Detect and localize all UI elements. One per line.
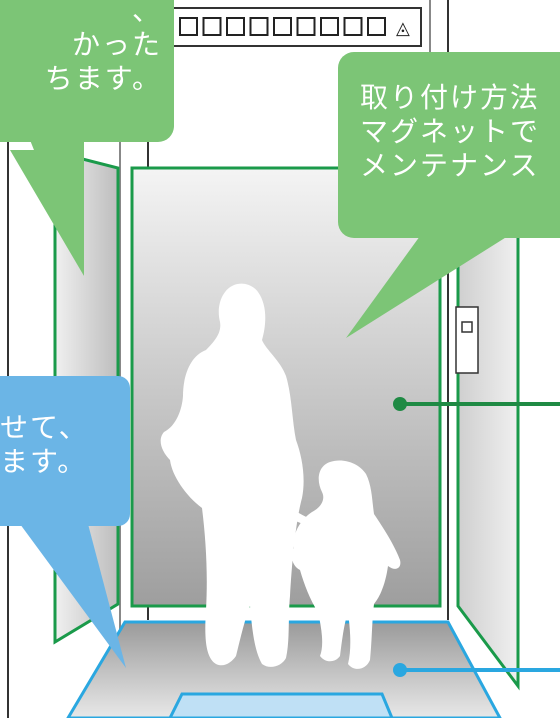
floor-indicator-cell <box>320 17 339 36</box>
floor-indicator-cell <box>226 17 245 36</box>
floor-indicator: ▽ ◬ <box>154 7 422 47</box>
blue-callout-left-text: せて、 ます。 <box>0 411 122 479</box>
callout-line: 取り付け方法 <box>360 81 541 114</box>
floor-indicator-cell <box>273 17 292 36</box>
callout-line: かった <box>71 28 162 61</box>
green-callout-top-right <box>338 52 560 338</box>
callout-line: 、 <box>131 0 162 27</box>
floor-indicator-cell <box>249 17 269 36</box>
floor-indicator-up-arrow: ◬ <box>396 18 410 39</box>
pointer-back-wall <box>393 397 560 411</box>
floor-indicator-cell <box>202 17 222 36</box>
green-callout-top-left <box>0 0 174 276</box>
cab-button-panel <box>455 306 479 374</box>
blue-callout-left <box>0 376 130 668</box>
callout-line: マグネットで <box>360 115 541 148</box>
floor-indicator-cell <box>343 17 363 36</box>
child-silhouette <box>292 460 401 669</box>
floor-mat <box>168 692 394 718</box>
cab-button <box>461 321 473 333</box>
floor-indicator-cells <box>179 17 386 36</box>
callout-line: せて、 <box>0 411 89 444</box>
green-callout-top-right-text: 取り付け方法 マグネットで メンテナンス <box>360 81 540 183</box>
callout-line: ちます。 <box>44 62 162 95</box>
floor-indicator-cell <box>296 17 316 36</box>
adult-silhouette <box>160 283 304 667</box>
floor-indicator-cell <box>179 17 198 36</box>
holding-hands <box>276 500 318 528</box>
callout-line: メンテナンス <box>360 149 540 182</box>
pointer-floor <box>393 663 560 677</box>
green-callout-top-left-text: 、 かった ちます。 <box>0 0 162 96</box>
floor-indicator-cell <box>367 17 386 36</box>
callout-line: ます。 <box>0 445 88 478</box>
